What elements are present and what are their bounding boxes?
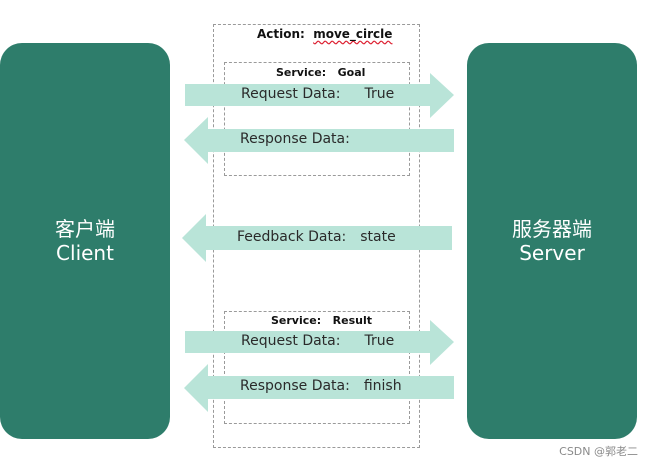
result-request-label: Request Data: True: [241, 333, 394, 349]
goal-service-name: Goal: [337, 66, 366, 79]
feedback-label: Feedback Data: state: [237, 229, 396, 245]
result-response-value: finish: [363, 378, 402, 394]
watermark: CSDN @郭老二: [559, 445, 638, 458]
client-block: 客户端 Client: [0, 43, 170, 439]
server-label-en: Server: [519, 241, 585, 265]
result-service-title: Service: Result: [271, 314, 372, 327]
action-title: Action: move_circle: [257, 27, 392, 41]
server-label-cn: 服务器端: [512, 217, 592, 241]
client-label-en: Client: [56, 241, 114, 265]
goal-request-arrow: [185, 73, 454, 118]
goal-service-label: Service:: [276, 66, 327, 79]
goal-request-key: Request Data:: [241, 86, 341, 102]
result-service-name: Result: [332, 314, 372, 327]
feedback-value: state: [360, 229, 396, 245]
goal-service-title: Service: Goal: [276, 66, 365, 79]
goal-service-boundary: [224, 62, 410, 176]
client-label-cn: 客户端: [55, 217, 115, 241]
result-request-key: Request Data:: [241, 333, 341, 349]
result-request-value: True: [364, 333, 395, 349]
action-name: move_circle: [313, 27, 393, 41]
result-service-boundary: [224, 311, 410, 424]
feedback-arrow: [182, 214, 452, 262]
goal-request-label: Request Data: True: [241, 86, 394, 102]
result-response-key: Response Data:: [240, 378, 350, 394]
result-request-arrow: [185, 320, 454, 365]
result-response-label: Response Data: finish: [240, 378, 402, 394]
result-response-arrow: [184, 364, 454, 412]
result-service-label: Service:: [271, 314, 322, 327]
goal-response-label: Response Data:: [240, 131, 364, 147]
goal-response-arrow: [184, 117, 454, 164]
server-block: 服务器端 Server: [467, 43, 637, 439]
action-label: Action:: [257, 27, 305, 41]
goal-request-value: True: [364, 86, 395, 102]
feedback-key: Feedback Data:: [237, 229, 347, 245]
goal-response-key: Response Data:: [240, 131, 350, 147]
